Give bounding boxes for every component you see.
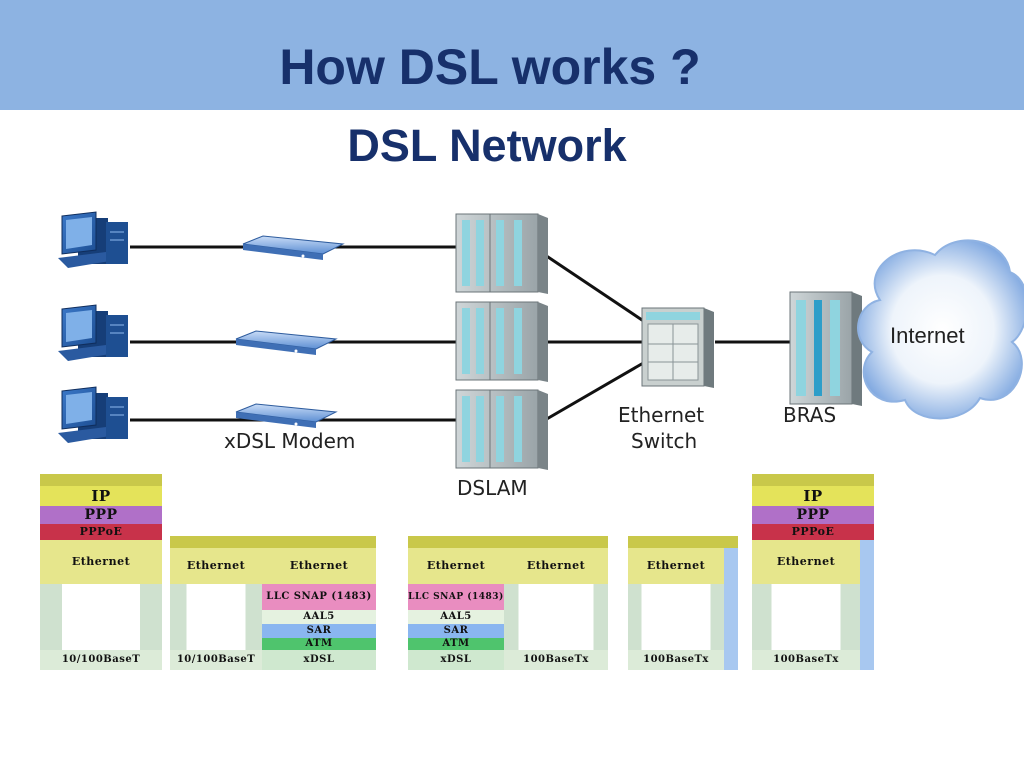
layer-aal5: AAL5 [262, 610, 376, 624]
layer-sar: SAR [408, 624, 504, 638]
protocol-stack-bras: IP PPP PPPoE Ethernet 100BaseTx [752, 474, 874, 670]
modem-icon [235, 330, 338, 355]
protocol-stack-switch: Ethernet 100BaseTx [628, 536, 738, 670]
layer-physical: 100BaseTx [504, 650, 608, 670]
layer-ethernet: Ethernet [170, 548, 262, 584]
layer-ethernet: Ethernet [628, 548, 724, 584]
layer-ethernet: Ethernet [752, 540, 860, 584]
switch-label-line1: Ethernet [618, 403, 704, 427]
layer-ppp: PPP [40, 506, 162, 524]
layer-physical: 100BaseTx [752, 650, 860, 670]
layer-physical: 100BaseTx [628, 650, 724, 670]
layer-pppoe: PPPoE [40, 524, 162, 540]
layer-ppp: PPP [752, 506, 874, 524]
ethernet-switch-icon [641, 307, 714, 388]
body-spacer [40, 584, 162, 650]
layer-physical: 10/100BaseT [40, 650, 162, 670]
layer-ethernet: Ethernet [262, 548, 376, 584]
internet-cloud-icon [857, 239, 1024, 420]
layer-xdsl: xDSL [262, 650, 376, 670]
layer-pppoe: PPPoE [752, 524, 874, 540]
protocol-stack-modem-wan: Ethernet LLC SNAP (1483) AAL5 SAR ATM xD… [262, 536, 376, 670]
layer-sar: SAR [262, 624, 376, 638]
modem-icon [235, 403, 338, 428]
layer-aal5: AAL5 [408, 610, 504, 624]
dslam-label: DSLAM [457, 476, 528, 500]
layer-ip: IP [40, 486, 162, 506]
computer-icon [58, 211, 128, 268]
computer-icon [58, 304, 128, 361]
layer-ethernet: Ethernet [40, 540, 162, 584]
internet-label: Internet [890, 323, 965, 348]
slide-subtitle: DSL Network [347, 120, 627, 171]
layer-physical: 10/100BaseT [170, 650, 262, 670]
layer-atm: ATM [408, 638, 504, 650]
layer-llc-snap: LLC SNAP (1483) [408, 584, 504, 610]
protocol-stack-customer: IP PPP PPPoE Ethernet 10/100BaseT [40, 474, 162, 670]
protocol-stack-dslam-uplink: Ethernet 100BaseTx [504, 536, 608, 670]
link-lines [130, 245, 885, 422]
dslam-rack-icon [455, 301, 548, 382]
slide-title: How DSL works ? [279, 39, 701, 95]
layer-ip: IP [752, 486, 874, 506]
bras-label: BRAS [783, 403, 836, 427]
switch-label-line2: Switch [631, 429, 697, 453]
layer-atm: ATM [262, 638, 376, 650]
dslam-rack-icon [455, 389, 548, 470]
modem-label: xDSL Modem [224, 429, 355, 453]
dslam-rack-icon [455, 213, 548, 294]
modem-icon [242, 235, 345, 260]
protocol-stack-dslam-line: Ethernet LLC SNAP (1483) AAL5 SAR ATM xD… [408, 536, 504, 670]
layer-ethernet: Ethernet [408, 548, 504, 584]
protocol-stack-modem-lan: Ethernet 10/100BaseT [170, 536, 262, 670]
title-banner [0, 0, 1024, 110]
layer-xdsl: xDSL [408, 650, 504, 670]
layer-llc-snap: LLC SNAP (1483) [262, 584, 376, 610]
computer-icon [58, 386, 128, 443]
layer-ethernet: Ethernet [504, 548, 608, 584]
bras-router-icon [789, 291, 862, 406]
